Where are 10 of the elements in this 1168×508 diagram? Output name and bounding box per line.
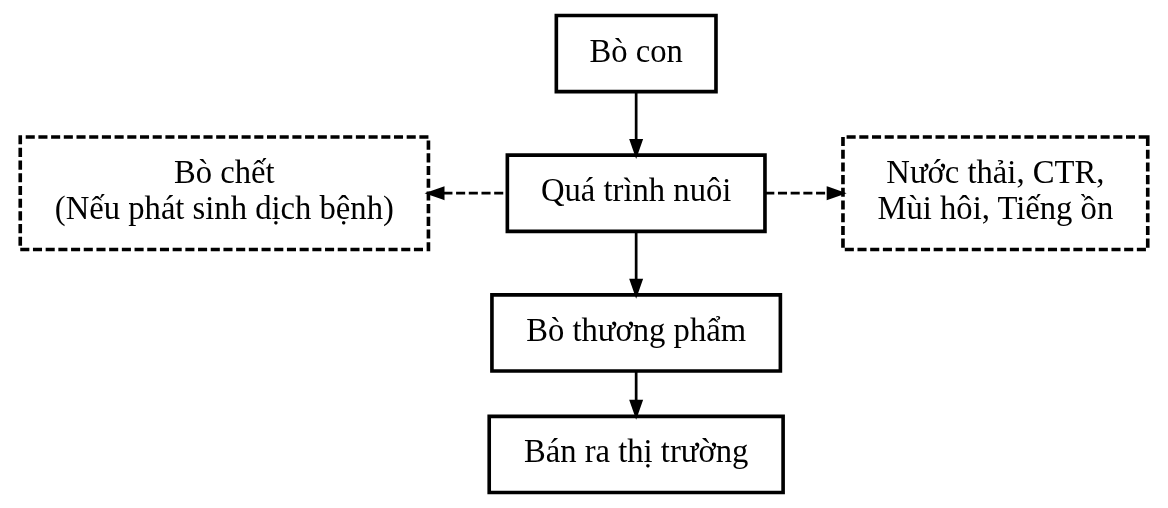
arrow	[629, 91, 644, 159]
arrow	[629, 371, 644, 420]
node-box: Bán ra thị trường	[487, 414, 785, 495]
node-box: Bò con	[554, 13, 718, 94]
arrow	[629, 231, 644, 299]
node-box: Quá trình nuôi	[505, 153, 767, 234]
arrow	[765, 186, 847, 201]
node-box: Bò chết (Nếu phát sinh dịch bệnh)	[18, 135, 431, 252]
node-box: Bò thương phẩm	[490, 293, 783, 373]
node-box: Nước thải, CTR, Mùi hôi, Tiếng ồn	[841, 135, 1150, 252]
